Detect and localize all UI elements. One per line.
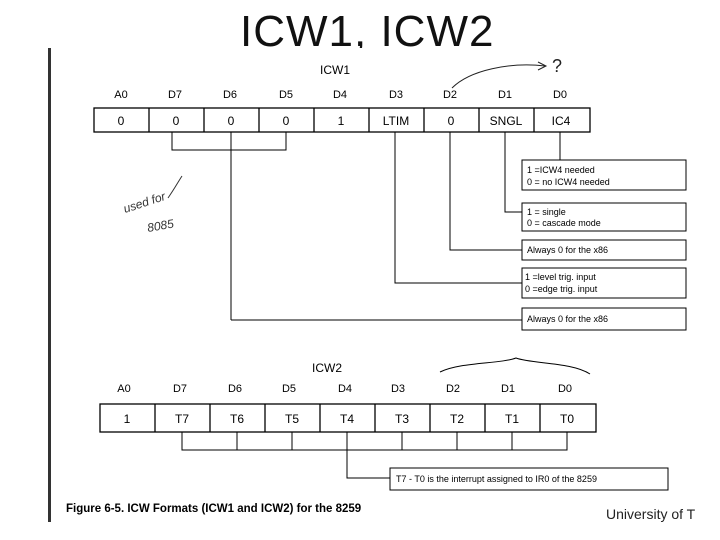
icw1-description-boxes: [521, 159, 687, 331]
icw2-header-d5: D5: [282, 383, 296, 395]
question-mark-annotation: ?: [552, 56, 562, 76]
icw1-header-d0: D0: [553, 89, 567, 101]
icw1-ltim-desc-line1: 1 =level trig. input: [525, 272, 596, 282]
icw2-cell-d0: T0: [560, 412, 574, 426]
handwritten-note-line1: used for: [122, 189, 169, 216]
icw2-header-d0: D0: [558, 383, 572, 395]
icw2-header-a0: A0: [117, 383, 130, 395]
icw1-sngl-desc-line1: 1 = single: [527, 207, 566, 217]
icw1-sngl-desc-line2: 0 = cascade mode: [527, 218, 601, 228]
icw1-header-a0: A0: [114, 89, 127, 101]
icw1-connectors: [171, 132, 561, 321]
handwritten-note-line2: 8085: [146, 216, 175, 234]
icw1-d2-desc: Always 0 for the x86: [527, 245, 608, 255]
icw2-register: [99, 403, 597, 433]
icw2-cell-a0: 1: [124, 412, 131, 426]
icw1-cell-a0: 0: [118, 114, 125, 128]
icw2-header-d3: D3: [391, 383, 405, 395]
icw2-cell-d6: T6: [230, 412, 244, 426]
icw1-ic4-desc-line1: 1 =ICW4 needed: [527, 165, 595, 175]
icw2-cell-d2: T2: [450, 412, 464, 426]
icw1-header-d5: D5: [279, 89, 293, 101]
icw2-label: ICW2: [312, 361, 342, 375]
icw1-cell-d0: IC4: [552, 114, 571, 128]
handwritten-arrow: [451, 61, 548, 89]
figure-caption: Figure 6-5. ICW Formats (ICW1 and ICW2) …: [66, 503, 361, 515]
slide-title: ICW1, ICW2: [240, 7, 495, 56]
icw1-d7-d5-desc: Always 0 for the x86: [527, 314, 608, 324]
icw2-cell-d3: T3: [395, 412, 409, 426]
icw1-header-d3: D3: [389, 89, 403, 101]
icw2-header-d6: D6: [228, 383, 242, 395]
icw1-label: ICW1: [320, 63, 350, 77]
icw1-cell-d7: 0: [173, 114, 180, 128]
icw1-header-d7: D7: [168, 89, 182, 101]
icw1-ltim-desc-line2: 0 =edge trig. input: [525, 284, 598, 294]
icw1-cell-d6: 0: [228, 114, 235, 128]
icw2-brace: [439, 357, 591, 375]
icw2-header-d1: D1: [501, 383, 515, 395]
icw1-ic4-desc-line2: 0 = no ICW4 needed: [527, 177, 610, 187]
icw2-desc: T7 - T0 is the interrupt assigned to IR0…: [396, 474, 597, 484]
icw1-header-d1: D1: [498, 89, 512, 101]
icw2-description-box: [389, 467, 669, 491]
icw1-header-d6: D6: [223, 89, 237, 101]
icw1-header-d4: D4: [333, 89, 347, 101]
icw2-header-d7: D7: [173, 383, 187, 395]
icw2-header-d2: D2: [446, 383, 460, 395]
icw1-cell-d1: SNGL: [490, 114, 523, 128]
icw2-cell-d7: T7: [175, 412, 189, 426]
icw1-cell-d2: 0: [448, 114, 455, 128]
handwritten-note-stroke: [167, 175, 183, 199]
icw1-cell-d3: LTIM: [383, 114, 409, 128]
icw1-cell-d4: 1: [338, 114, 345, 128]
icw2-header-d4: D4: [338, 383, 352, 395]
footer-text: University of T: [606, 506, 696, 522]
icw1-cell-d5: 0: [283, 114, 290, 128]
icw2-cell-d1: T1: [505, 412, 519, 426]
icw1-register: [93, 107, 591, 133]
icw2-connectors: [181, 432, 568, 479]
icw1-header-d2: D2: [443, 89, 457, 101]
icw2-cell-d5: T5: [285, 412, 299, 426]
icw2-cell-d4: T4: [340, 412, 354, 426]
